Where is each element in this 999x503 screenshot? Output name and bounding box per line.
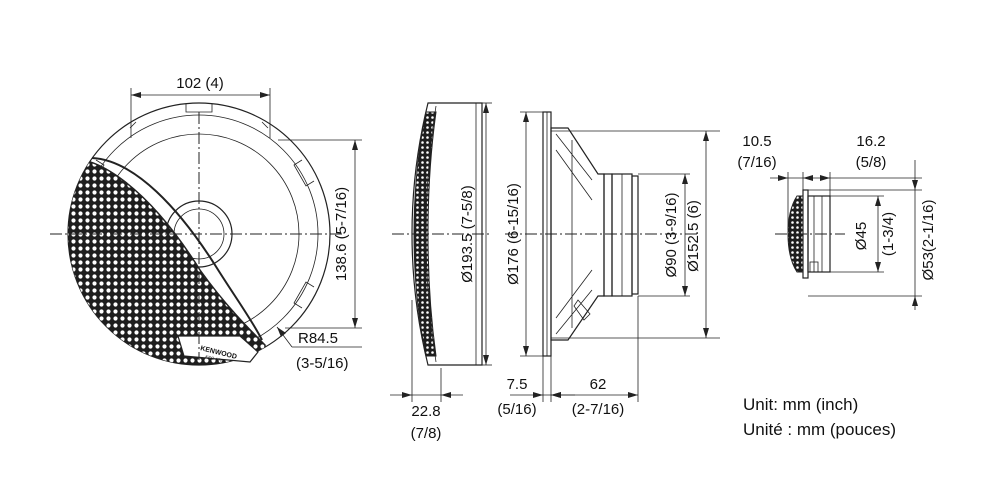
grille-depth-arrow-right: [441, 392, 451, 398]
mounting-notch-top: [185, 104, 213, 113]
flange-label: 7.5: [507, 376, 528, 393]
magnet-plate-front: [603, 173, 613, 297]
tweeter-left-arrow: [778, 175, 788, 181]
radius-arrow: [277, 327, 286, 337]
depth-arrow-left: [551, 392, 561, 398]
flange-label-inch: (5/16): [497, 401, 536, 418]
grille-depth-label-inch: (7/8): [411, 425, 442, 442]
cut-diameter-arrow-bottom: [703, 328, 709, 338]
grille-side-view: Ø193.5 (7-5/8) 22.8 (7/8): [390, 102, 492, 442]
tweeter-view: 10.5 (7/16) 16.2 (5/8) Ø45 (1-3/4) Ø53(2…: [737, 133, 937, 310]
tweeter-left-label-inch: (7/16): [737, 154, 776, 171]
tweeter-right-label: 16.2: [856, 133, 885, 150]
cut-diameter-label: Ø152.5 (6): [685, 200, 702, 272]
mounting-notch-right-top: [293, 159, 315, 187]
tweeter-outer-arrow-bottom: [912, 296, 918, 306]
tweeter-inner-label: Ø45: [853, 222, 870, 250]
tweeter-terminal: [809, 261, 819, 273]
magnet-plate-back: [631, 175, 639, 295]
grille-mesh: [68, 157, 266, 365]
depth-label-inch: (2-7/16): [572, 401, 625, 418]
grille-diameter-arrow-bottom: [483, 355, 489, 365]
terminal: [573, 299, 591, 321]
cut-diameter-arrow-top: [703, 131, 709, 141]
grille-depth-label: 22.8: [411, 403, 440, 420]
grille-depth-arrow-left: [402, 392, 412, 398]
radius-label: R84.5: [298, 330, 338, 347]
tweeter-inner-arrow-bottom: [875, 262, 881, 272]
grille-diameter-arrow-top: [483, 103, 489, 113]
mounting-notch-right-bottom: [293, 281, 315, 309]
speaker-side-view: Ø176 (6-15/16) Ø90 (3-9/16) Ø152.5 (6) 7…: [497, 111, 720, 418]
tweeter-inner-label-inch: (1-3/4): [880, 212, 897, 256]
outer-diameter-label: Ø176 (6-15/16): [505, 183, 522, 285]
model-mark: KFC-1765: [205, 354, 227, 364]
tweeter-right-arrow: [820, 175, 830, 181]
grille-side-mesh: [413, 111, 437, 357]
grille-diameter-label: Ø193.5 (7-5/8): [459, 185, 476, 283]
unit-label-french: Unité : mm (pouces): [743, 420, 896, 439]
unit-label-english: Unit: mm (inch): [743, 395, 858, 414]
magnet-diameter-arrow-top: [682, 174, 688, 184]
height-label: 138.6 (5-7/16): [333, 187, 350, 281]
width-arrow-left: [131, 92, 141, 98]
width-arrow-right: [260, 92, 270, 98]
front-view: KENWOOD KFC-1765 102 (4) 138.6 (5-7/16) …: [50, 75, 362, 372]
tweeter-outer-arrow-top: [912, 180, 918, 190]
grille-rim: [91, 157, 263, 341]
outer-diameter-arrow-top: [523, 112, 529, 122]
radius-label-inch: (3-5/16): [296, 355, 349, 372]
basket-ribs: [555, 133, 593, 335]
grille-side-rim: [425, 105, 437, 363]
flange-arrow-left: [533, 392, 543, 398]
tweeter-right-label-inch: (5/8): [856, 154, 887, 171]
magnet-diameter-arrow-bottom: [682, 286, 688, 296]
outer-diameter-arrow-bottom: [523, 346, 529, 356]
depth-label: 62: [590, 376, 607, 393]
tweeter-left-label: 10.5: [742, 133, 771, 150]
magnet-diameter-label: Ø90 (3-9/16): [663, 192, 680, 277]
depth-arrow-right: [628, 392, 638, 398]
height-arrow-top: [352, 140, 358, 150]
tweeter-inner-arrow-top: [875, 196, 881, 206]
height-arrow-bottom: [352, 318, 358, 328]
unit-note: Unit: mm (inch) Unité : mm (pouces): [743, 395, 896, 439]
badge-plate: [177, 335, 259, 363]
width-label: 102 (4): [176, 75, 224, 92]
tweeter-outer-label: Ø53(2-1/16): [920, 200, 937, 281]
